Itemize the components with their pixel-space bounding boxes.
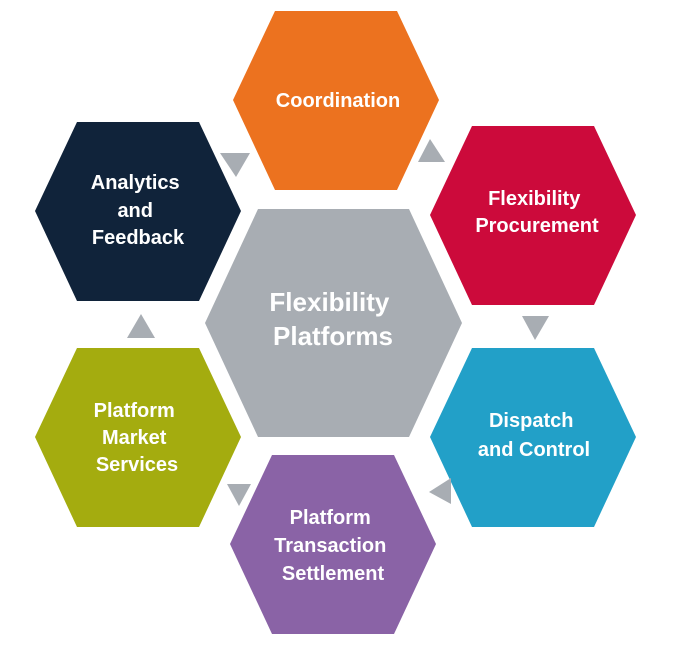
center-hexagon-label: Flexibility Platforms (269, 287, 396, 351)
arrow-coordination-to-procurement (418, 139, 445, 162)
analytics-and-feedback-label: Analytics and Feedback (91, 172, 186, 249)
arrow-procurement-to-dispatch (522, 316, 549, 340)
cycle-arrows (127, 139, 549, 506)
platform-market-services-hexagon-shape (35, 348, 241, 527)
platform-transaction-settlement-label: Platform Transaction Settlement (274, 507, 392, 585)
platform-market-services-label-line-3: Services (96, 454, 178, 476)
dispatch-and-control-hexagon-shape (430, 348, 636, 527)
coordination-hexagon: Coordination (233, 11, 439, 190)
dispatch-and-control-hexagon: Dispatch and Control (430, 348, 636, 527)
platform-market-services-label: Platform Market Services (94, 400, 181, 476)
dispatch-and-control-label: Dispatch and Control (478, 410, 590, 461)
dispatch-and-control-label-line-1: Dispatch (489, 410, 573, 432)
platform-transaction-settlement-label-line-2: Transaction (274, 535, 386, 557)
platform-transaction-settlement-hexagon-shape (230, 455, 436, 634)
analytics-and-feedback-label-line-2: and (117, 200, 153, 222)
arrow-settlement-to-market-services (227, 484, 251, 506)
analytics-and-feedback-hexagon: Analytics and Feedback (35, 122, 241, 301)
flexibility-procurement-label-line-1: Flexibility (488, 188, 581, 210)
center-label-line-2: Platforms (273, 321, 393, 351)
analytics-and-feedback-hexagon-shape (35, 122, 241, 301)
platform-market-services-label-line-2: Market (102, 427, 167, 449)
platform-market-services-hexagon: Platform Market Services (35, 348, 241, 527)
center-hexagon-shape (205, 209, 462, 437)
center-label-line-1: Flexibility (269, 287, 389, 317)
coordination-hexagon-shape (233, 11, 439, 190)
platform-transaction-settlement-hexagon: Platform Transaction Settlement (230, 455, 436, 634)
flexibility-procurement-label-line-2: Procurement (475, 215, 599, 237)
analytics-and-feedback-label-line-1: Analytics (91, 172, 180, 194)
flexibility-procurement-hexagon: Flexibility Procurement (430, 126, 636, 305)
dispatch-and-control-label-line-2: and Control (478, 439, 590, 461)
platform-transaction-settlement-label-line-1: Platform (290, 507, 371, 529)
arrow-dispatch-to-settlement (429, 478, 451, 504)
coordination-label: Coordination (276, 90, 400, 112)
arrow-analytics-to-coordination (220, 153, 250, 177)
platform-market-services-label-line-1: Platform (94, 400, 175, 422)
arrow-market-services-to-analytics (127, 314, 155, 338)
platform-transaction-settlement-label-line-3: Settlement (282, 563, 385, 585)
flexibility-procurement-hexagon-shape (430, 126, 636, 305)
flexibility-procurement-label: Flexibility Procurement (475, 188, 599, 237)
center-hexagon: Flexibility Platforms (205, 209, 462, 437)
analytics-and-feedback-label-line-3: Feedback (92, 227, 185, 249)
coordination-label-line-1: Coordination (276, 90, 400, 112)
